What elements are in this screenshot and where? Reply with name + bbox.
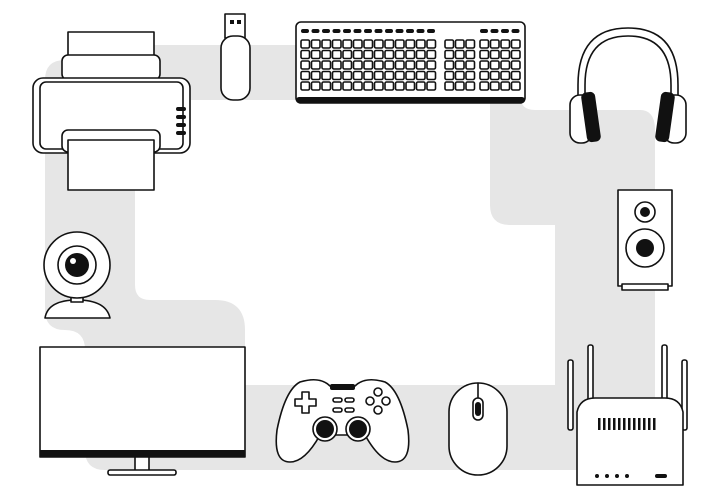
gamepad-icon — [275, 378, 410, 463]
monitor-icon — [39, 346, 246, 476]
headphones-icon — [569, 27, 687, 144]
webcam-icon — [43, 231, 111, 319]
printer-icon — [32, 31, 191, 191]
white-center — [135, 100, 555, 385]
keyboard-icon — [295, 21, 526, 104]
router-icon — [567, 344, 688, 486]
speaker-icon — [617, 189, 673, 291]
mouse-icon — [448, 382, 508, 476]
usb-stick-icon — [220, 13, 251, 101]
